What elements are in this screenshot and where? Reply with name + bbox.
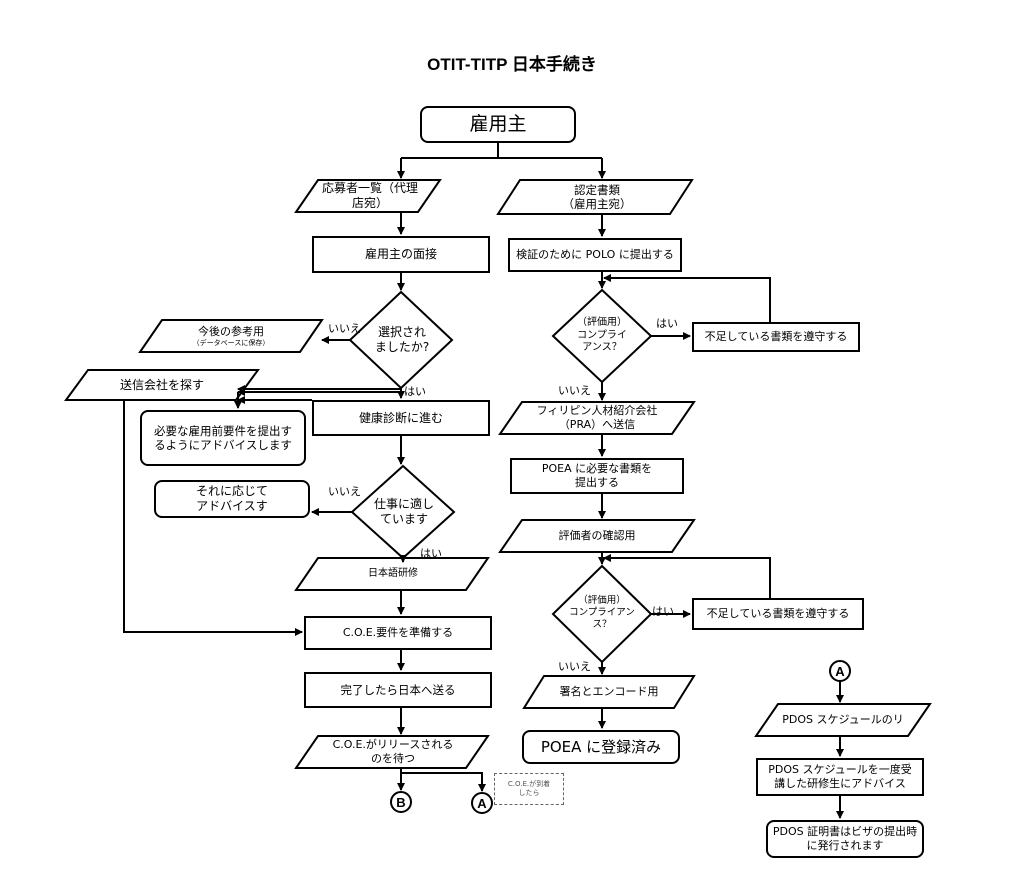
shape-certdocs — [496, 179, 694, 215]
shape-conn-a — [471, 792, 493, 814]
node-coe-arrival: C.O.E.が到着 したら — [494, 773, 564, 805]
node-poea-registered: POEA に登録済み — [522, 730, 680, 764]
future-ref-sub: （データベースに保存） — [192, 338, 270, 347]
node-compliance1: （評価用） コンプライ アンス？ — [577, 317, 627, 354]
node-coe-prepare: C.O.E.要件を準備する — [304, 616, 492, 650]
shape-conn-b — [390, 791, 412, 813]
shape-pdos-schedule — [754, 703, 932, 737]
node-evaluator: 評価者の確認用 — [558, 529, 636, 543]
shape-sign-encode — [522, 675, 696, 709]
connector-a: A — [477, 795, 487, 811]
connector-b: B — [396, 794, 406, 810]
label-yes-compliance2: はい — [652, 605, 674, 618]
node-selected: 選択され ましたか? — [374, 325, 430, 354]
shape-jp-training — [294, 557, 490, 591]
label-yes-compliance1: はい — [656, 317, 678, 330]
node-pdos-schedule: PDOS スケジュールのリ — [782, 713, 904, 727]
connector-a-pdos: A — [835, 663, 845, 679]
page-title: OTIT-TITP 日本手続き — [427, 55, 597, 74]
node-deficient1: 不足している書類を遵守する — [692, 322, 860, 352]
node-sign-encode: 署名とエンコード用 — [559, 685, 659, 699]
label-yes-selected: はい — [404, 385, 426, 398]
label-no-compliance1: いいえ — [558, 384, 591, 397]
shape-evaluator — [498, 519, 696, 553]
node-fit: 仕事に適し ています — [373, 497, 434, 526]
node-advise-acc: それに応じて アドバイスす — [154, 480, 310, 518]
node-coe-wait: C.O.E.がリリースされる のを待つ — [332, 738, 454, 765]
node-employer: 雇用主 — [420, 106, 576, 143]
label-no-compliance2: いいえ — [558, 660, 591, 673]
node-pra: フィリピン人材紹介会社 （PRA）へ送信 — [536, 404, 658, 431]
shape-applicants — [294, 179, 442, 213]
label-yes-fit: はい — [420, 547, 442, 560]
node-applicants: 応募者一覧（代理 店宛） — [321, 181, 418, 210]
node-compliance2: （評価用） コンプライアン ス？ — [569, 595, 635, 630]
node-jp-training: 日本語研修 — [368, 567, 418, 579]
node-future-ref: 今後の参考用 （データベースに保存） — [150, 320, 312, 352]
node-polo: 検証のために POLO に提出する — [508, 238, 682, 272]
label-no-selected: いいえ — [328, 322, 361, 335]
node-poea-submit: POEA に必要な書類を 提出する — [510, 458, 684, 494]
shape-find-agency — [64, 369, 260, 401]
node-pdos-advise: PDOS スケジュールを一度受 講した研修生にアドバイス — [756, 758, 924, 796]
node-deficient2: 不足している書類を遵守する — [692, 598, 864, 630]
shape-pra — [498, 401, 696, 435]
label-no-fit: いいえ — [328, 485, 361, 498]
shape-future-ref — [138, 319, 324, 353]
node-find-agency: 送信会社を探す — [119, 377, 204, 392]
node-send-japan: 完了したら日本へ送る — [304, 672, 492, 708]
shape-coe-wait — [294, 735, 490, 769]
future-ref-label: 今後の参考用 — [198, 324, 264, 338]
node-interview: 雇用主の面接 — [312, 236, 490, 273]
node-pdos-cert: PDOS 証明書はビザの提出時 に発行されます — [766, 820, 924, 858]
node-medical: 健康診断に進む — [312, 400, 490, 436]
node-certdocs: 認定書類 （雇用主宛） — [562, 182, 632, 211]
node-advise-req: 必要な雇用前要件を提出す るようにアドバイスします — [140, 410, 306, 466]
